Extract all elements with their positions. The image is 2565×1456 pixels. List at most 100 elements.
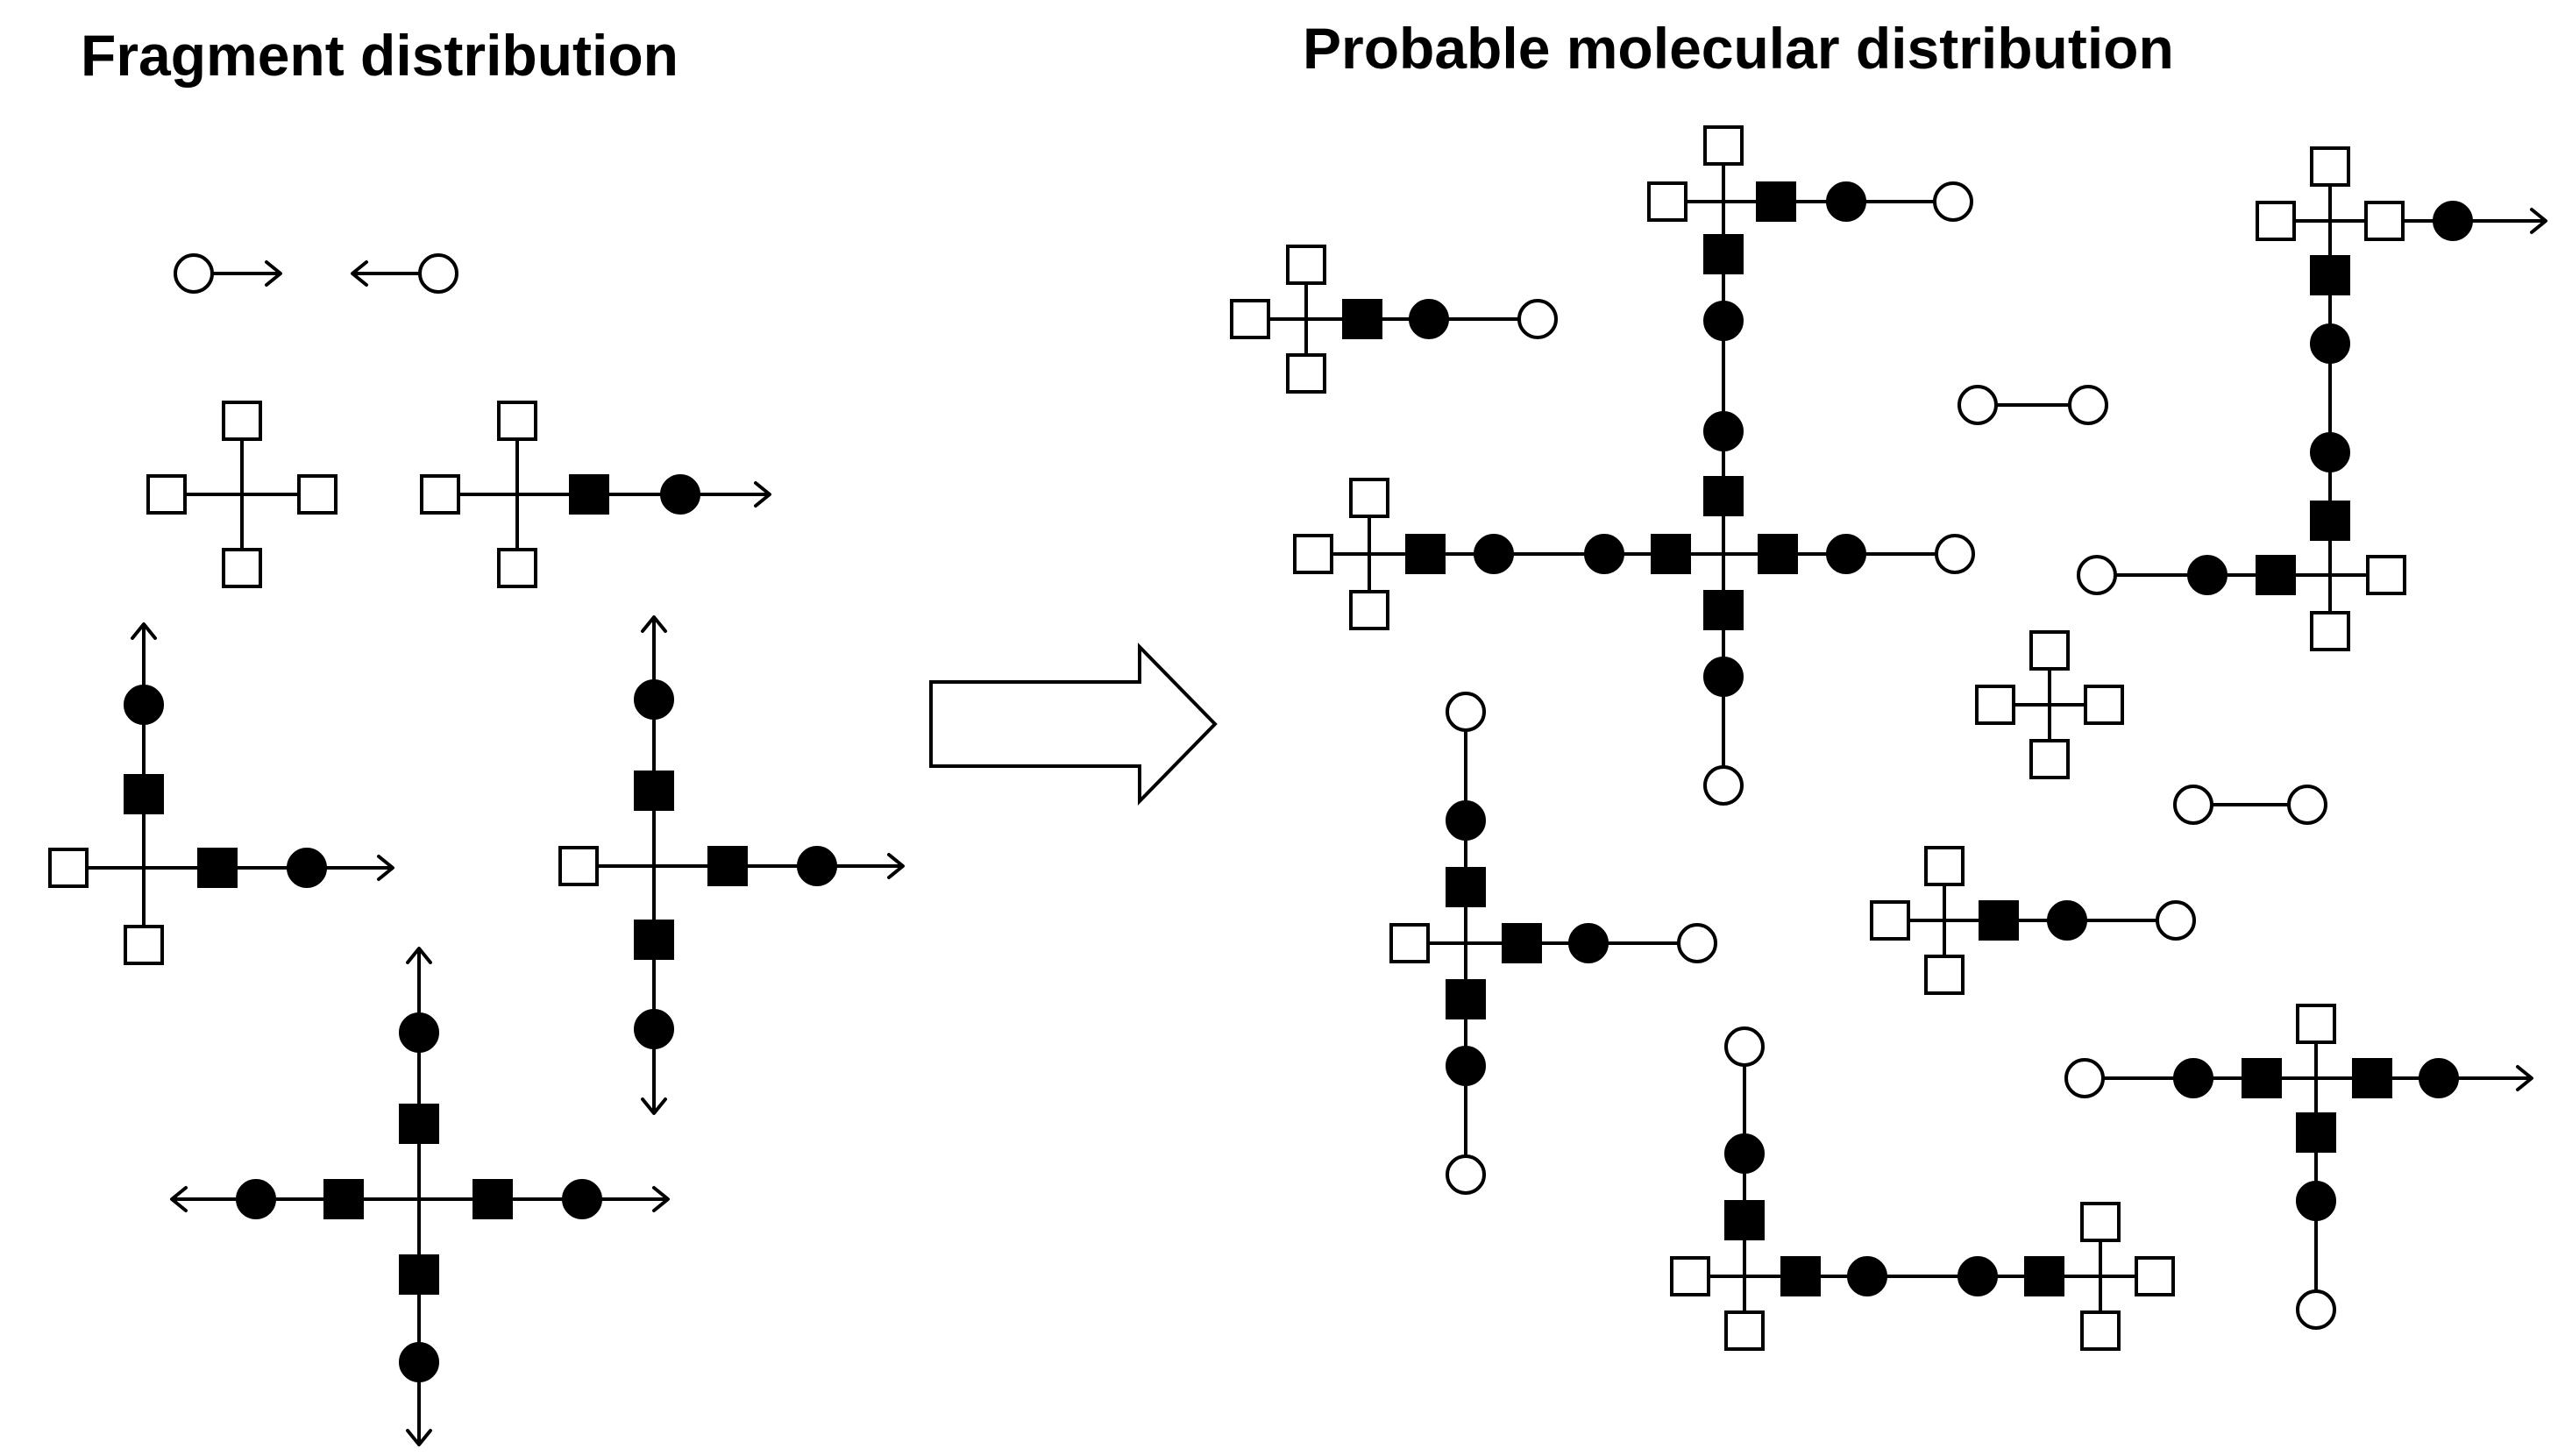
terminal-unit-icon — [1724, 1026, 1765, 1067]
linker-unit-icon — [399, 1254, 439, 1295]
linker-unit-icon — [1758, 534, 1798, 574]
chain-unit-icon — [2047, 900, 2087, 941]
molecule — [2064, 1004, 2533, 1330]
core-unit-icon — [558, 846, 599, 886]
core-unit-icon — [1670, 1256, 1710, 1296]
chain-unit-icon — [1446, 800, 1486, 841]
molecular-distribution-title: Probable molecular distribution — [1303, 16, 2174, 81]
linker-unit-icon — [634, 920, 674, 960]
core-fragment-four-arms — [170, 947, 670, 1446]
chain-unit-icon — [1724, 1133, 1765, 1174]
molecule-large — [1293, 125, 1975, 806]
chain-unit-icon — [2310, 323, 2350, 364]
chain-unit-icon — [1826, 534, 1866, 574]
reactive-end-icon — [887, 853, 905, 879]
core-unit-icon — [1293, 534, 1333, 574]
core-fragment-two-arms — [48, 622, 394, 965]
chain-unit-icon — [562, 1179, 602, 1219]
fragment-distribution-panel — [48, 253, 905, 1446]
core-unit-icon — [222, 548, 262, 588]
linker-unit-icon — [569, 474, 609, 515]
fragment-distribution-title: Fragment distribution — [81, 23, 679, 88]
reactive-end-icon — [652, 1186, 670, 1212]
linker-unit-icon — [2310, 255, 2350, 295]
chain-unit-icon — [1826, 181, 1866, 222]
chain-unit-icon — [1446, 1046, 1486, 1086]
core-unit-icon — [1870, 900, 1910, 941]
molecule — [1870, 846, 2196, 995]
linker-unit-icon — [1502, 923, 1542, 963]
chain-unit-icon — [2433, 201, 2473, 241]
terminal-unit-icon — [1933, 181, 1973, 222]
core-unit-icon — [2366, 555, 2406, 595]
linker-unit-icon — [1780, 1256, 1821, 1296]
reactive-end-icon — [351, 260, 368, 287]
terminal-unit-icon — [2068, 385, 2108, 425]
linker-unit-icon — [2310, 501, 2350, 541]
chain-unit-icon — [399, 1012, 439, 1053]
molecule — [1670, 1026, 2175, 1351]
chain-unit-icon — [2419, 1058, 2459, 1098]
process-arrow-icon — [929, 643, 1218, 806]
core-unit-icon — [1924, 955, 1965, 995]
core-unit-icon — [2029, 739, 2070, 779]
reactive-end-icon — [2516, 1065, 2533, 1091]
linker-unit-icon — [1703, 234, 1744, 274]
linker-unit-icon — [1703, 476, 1744, 516]
core-unit-icon — [420, 474, 460, 515]
core-unit-icon — [2310, 611, 2350, 651]
chain-unit-icon — [1703, 657, 1744, 697]
chain-unit-icon — [2310, 432, 2350, 472]
core-unit-icon — [2135, 1256, 2175, 1296]
linker-unit-icon — [472, 1179, 513, 1219]
core-fragment-one-arm — [420, 401, 771, 588]
core-unit-icon — [1286, 245, 1326, 285]
terminal-fragment — [351, 253, 458, 294]
molecular-distribution-panel — [1230, 125, 2547, 1351]
chain-unit-icon — [287, 848, 327, 888]
linker-unit-icon — [2242, 1058, 2282, 1098]
reactive-end-icon — [131, 622, 157, 640]
chain-unit-icon — [1584, 534, 1624, 574]
chain-unit-icon — [1409, 299, 1449, 339]
core-unit-icon — [1647, 181, 1688, 222]
core-unit-icon — [497, 401, 537, 441]
reactive-end-icon — [754, 481, 771, 508]
reactive-end-icon — [265, 260, 282, 287]
terminal-dimer — [1958, 385, 2108, 425]
reactive-end-icon — [641, 1097, 667, 1115]
core-unit-icon — [1349, 478, 1389, 518]
linker-unit-icon — [2296, 1112, 2336, 1153]
reactive-end-icon — [2530, 208, 2547, 234]
terminal-unit-icon — [1958, 385, 1998, 425]
chain-unit-icon — [1703, 411, 1744, 451]
linker-unit-icon — [1724, 1200, 1765, 1240]
reactive-end-icon — [406, 1429, 432, 1446]
linker-unit-icon — [2256, 555, 2296, 595]
linker-unit-icon — [1756, 181, 1796, 222]
core-unit-icon — [1724, 1310, 1765, 1351]
chain-unit-icon — [660, 474, 700, 515]
linker-unit-icon — [2352, 1058, 2392, 1098]
chain-unit-icon — [797, 846, 837, 886]
core-unit-icon — [2310, 146, 2350, 187]
core-unit-icon — [146, 474, 187, 515]
core-unit-icon — [497, 548, 537, 588]
reactive-end-icon — [406, 947, 432, 964]
chain-unit-icon — [2296, 1181, 2336, 1221]
molecule — [1389, 692, 1717, 1195]
terminal-unit-icon — [2296, 1289, 2336, 1330]
terminal-fragment — [174, 253, 282, 294]
core-unit-icon — [1286, 353, 1326, 394]
linker-unit-icon — [2024, 1256, 2064, 1296]
linker-unit-icon — [707, 846, 748, 886]
reactive-end-icon — [377, 855, 394, 881]
terminal-unit-icon — [418, 253, 458, 294]
core-unit-icon — [2084, 685, 2124, 725]
terminal-dimer — [2173, 785, 2327, 825]
linker-unit-icon — [1446, 867, 1486, 907]
core-unit-icon — [48, 848, 89, 888]
terminal-unit-icon — [2156, 900, 2196, 941]
core-unit-icon — [2296, 1004, 2336, 1044]
terminal-unit-icon — [2173, 785, 2213, 825]
